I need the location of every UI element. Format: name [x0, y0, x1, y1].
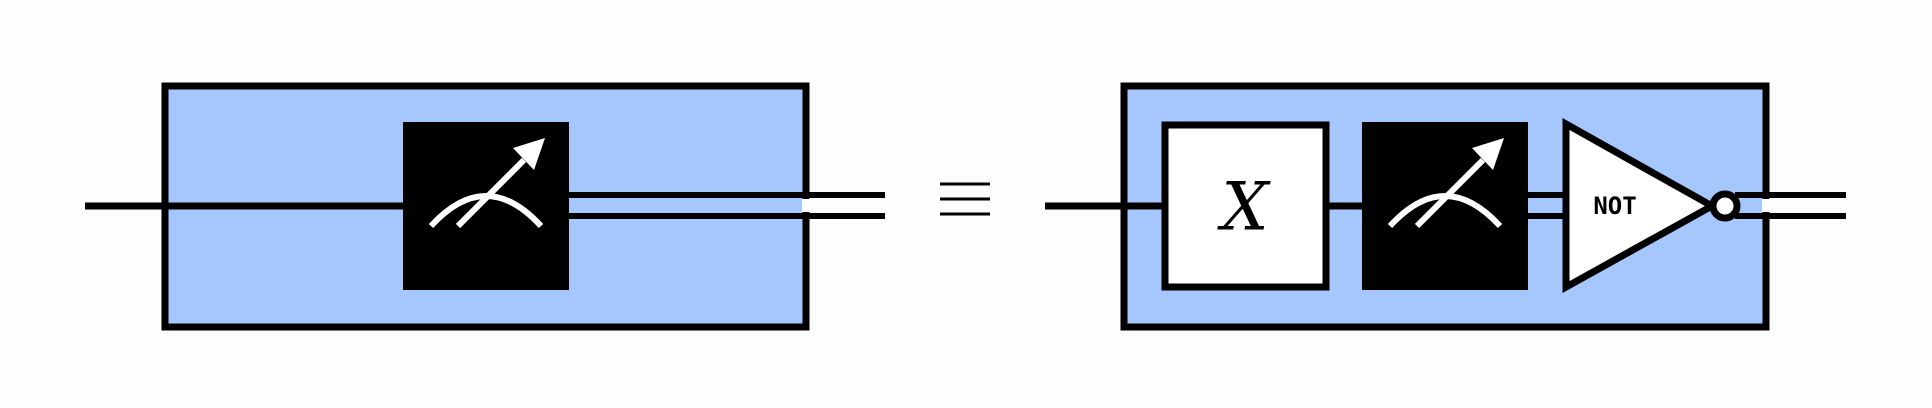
not-gate-triangle	[1562, 118, 1720, 293]
left-circuit	[85, 82, 885, 331]
right-classical-output-wire	[1735, 192, 1846, 219]
meter-icon	[428, 138, 545, 229]
left-measurement-meter	[403, 122, 569, 290]
x-gate-label: X	[1217, 169, 1272, 246]
right-circuit: X NOT	[1045, 82, 1846, 331]
right-classical-wire-meter-to-not	[1528, 192, 1566, 219]
equivalence-symbol	[940, 182, 990, 216]
left-classical-output-wire	[568, 192, 885, 219]
not-gate: NOT	[1562, 118, 1741, 293]
not-gate-label: NOT	[1593, 192, 1636, 220]
not-gate-bubble	[1709, 190, 1741, 222]
right-measurement-meter	[1362, 122, 1528, 290]
meter-icon	[1387, 138, 1504, 229]
x-gate: X	[1161, 121, 1330, 291]
